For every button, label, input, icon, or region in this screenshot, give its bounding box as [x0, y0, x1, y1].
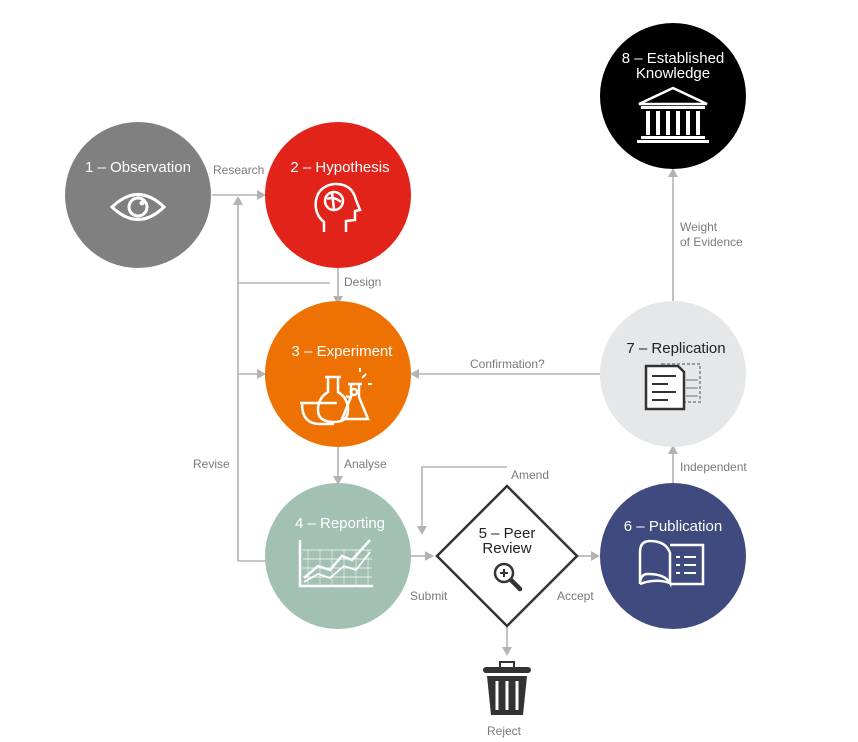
trash-icon: [483, 661, 531, 715]
node-replication: 7 – Replication: [600, 301, 746, 447]
line-chart-icon: [298, 539, 373, 588]
edge-label-design: Design: [344, 275, 381, 289]
established-label-line2: Knowledge: [636, 65, 710, 82]
replication-label: 7 – Replication: [626, 340, 725, 357]
magnifier-icon: [493, 562, 523, 592]
institution-icon: [637, 86, 709, 143]
flask-icon: [300, 368, 372, 426]
experiment-label: 3 – Experiment: [292, 343, 394, 360]
arrow-weight-of-evidence: [668, 168, 678, 177]
established-circle: [600, 23, 746, 169]
reporting-circle: [265, 483, 411, 629]
node-established-knowledge: 8 – Established Knowledge: [600, 23, 746, 169]
open-book-icon: [638, 539, 705, 588]
edge-labels: Research Design Confirmation? Analyse Re…: [193, 163, 747, 603]
arrow-accept: [591, 551, 600, 561]
hypothesis-label: 2 – Hypothesis: [290, 159, 389, 176]
arrow-submit: [425, 551, 434, 561]
edge-label-of-evidence: of Evidence: [680, 235, 743, 249]
peer-review-diamond: [435, 484, 579, 628]
documents-icon: [644, 363, 701, 411]
node-reporting: 4 – Reporting: [265, 483, 411, 629]
reject-label: Reject: [487, 724, 522, 738]
arrow-amend: [417, 526, 427, 535]
node-reject: Reject: [483, 661, 531, 738]
arrow-design: [333, 296, 343, 305]
arrow-confirmation: [410, 369, 419, 379]
node-hypothesis: 2 – Hypothesis: [265, 122, 411, 268]
publication-label: 6 – Publication: [624, 518, 722, 535]
edge-label-revise: Revise: [193, 457, 230, 471]
node-observation: 1 – Observation: [65, 122, 211, 268]
arrow-reject: [502, 647, 512, 656]
edge-label-confirmation: Confirmation?: [470, 357, 545, 371]
edge-label-amend: Amend: [511, 468, 549, 482]
edge-label-accept: Accept: [557, 589, 594, 603]
arrow-independent: [668, 445, 678, 454]
experiment-circle: [265, 301, 411, 447]
observation-label: 1 – Observation: [85, 159, 191, 176]
node-peer-review: 5 – Peer Review: [435, 484, 579, 628]
arrow-revise-up: [233, 196, 243, 205]
edge-label-analyse: Analyse: [344, 457, 387, 471]
peer-review-label-line1: 5 – Peer: [479, 525, 536, 542]
edge-label-submit: Submit: [410, 589, 448, 603]
arrow-analyse: [333, 476, 343, 485]
publication-circle: [600, 483, 746, 629]
head-brain-icon: [314, 182, 362, 232]
node-publication: 6 – Publication: [600, 483, 746, 629]
edge-label-independent: Independent: [680, 460, 747, 474]
node-experiment: 3 – Experiment: [265, 301, 411, 447]
edge-label-research: Research: [213, 163, 264, 177]
arrow-revise-experiment: [257, 369, 266, 379]
hypothesis-circle: [265, 122, 411, 268]
reporting-label: 4 – Reporting: [295, 515, 385, 532]
edge-label-weight: Weight: [680, 220, 718, 234]
eye-icon: [109, 193, 167, 221]
connectors: [212, 168, 678, 656]
connector-amend: [421, 466, 507, 527]
arrow-research: [257, 190, 266, 200]
established-label-line1: 8 – Established: [622, 50, 725, 67]
peer-review-label-line2: Review: [482, 540, 531, 557]
